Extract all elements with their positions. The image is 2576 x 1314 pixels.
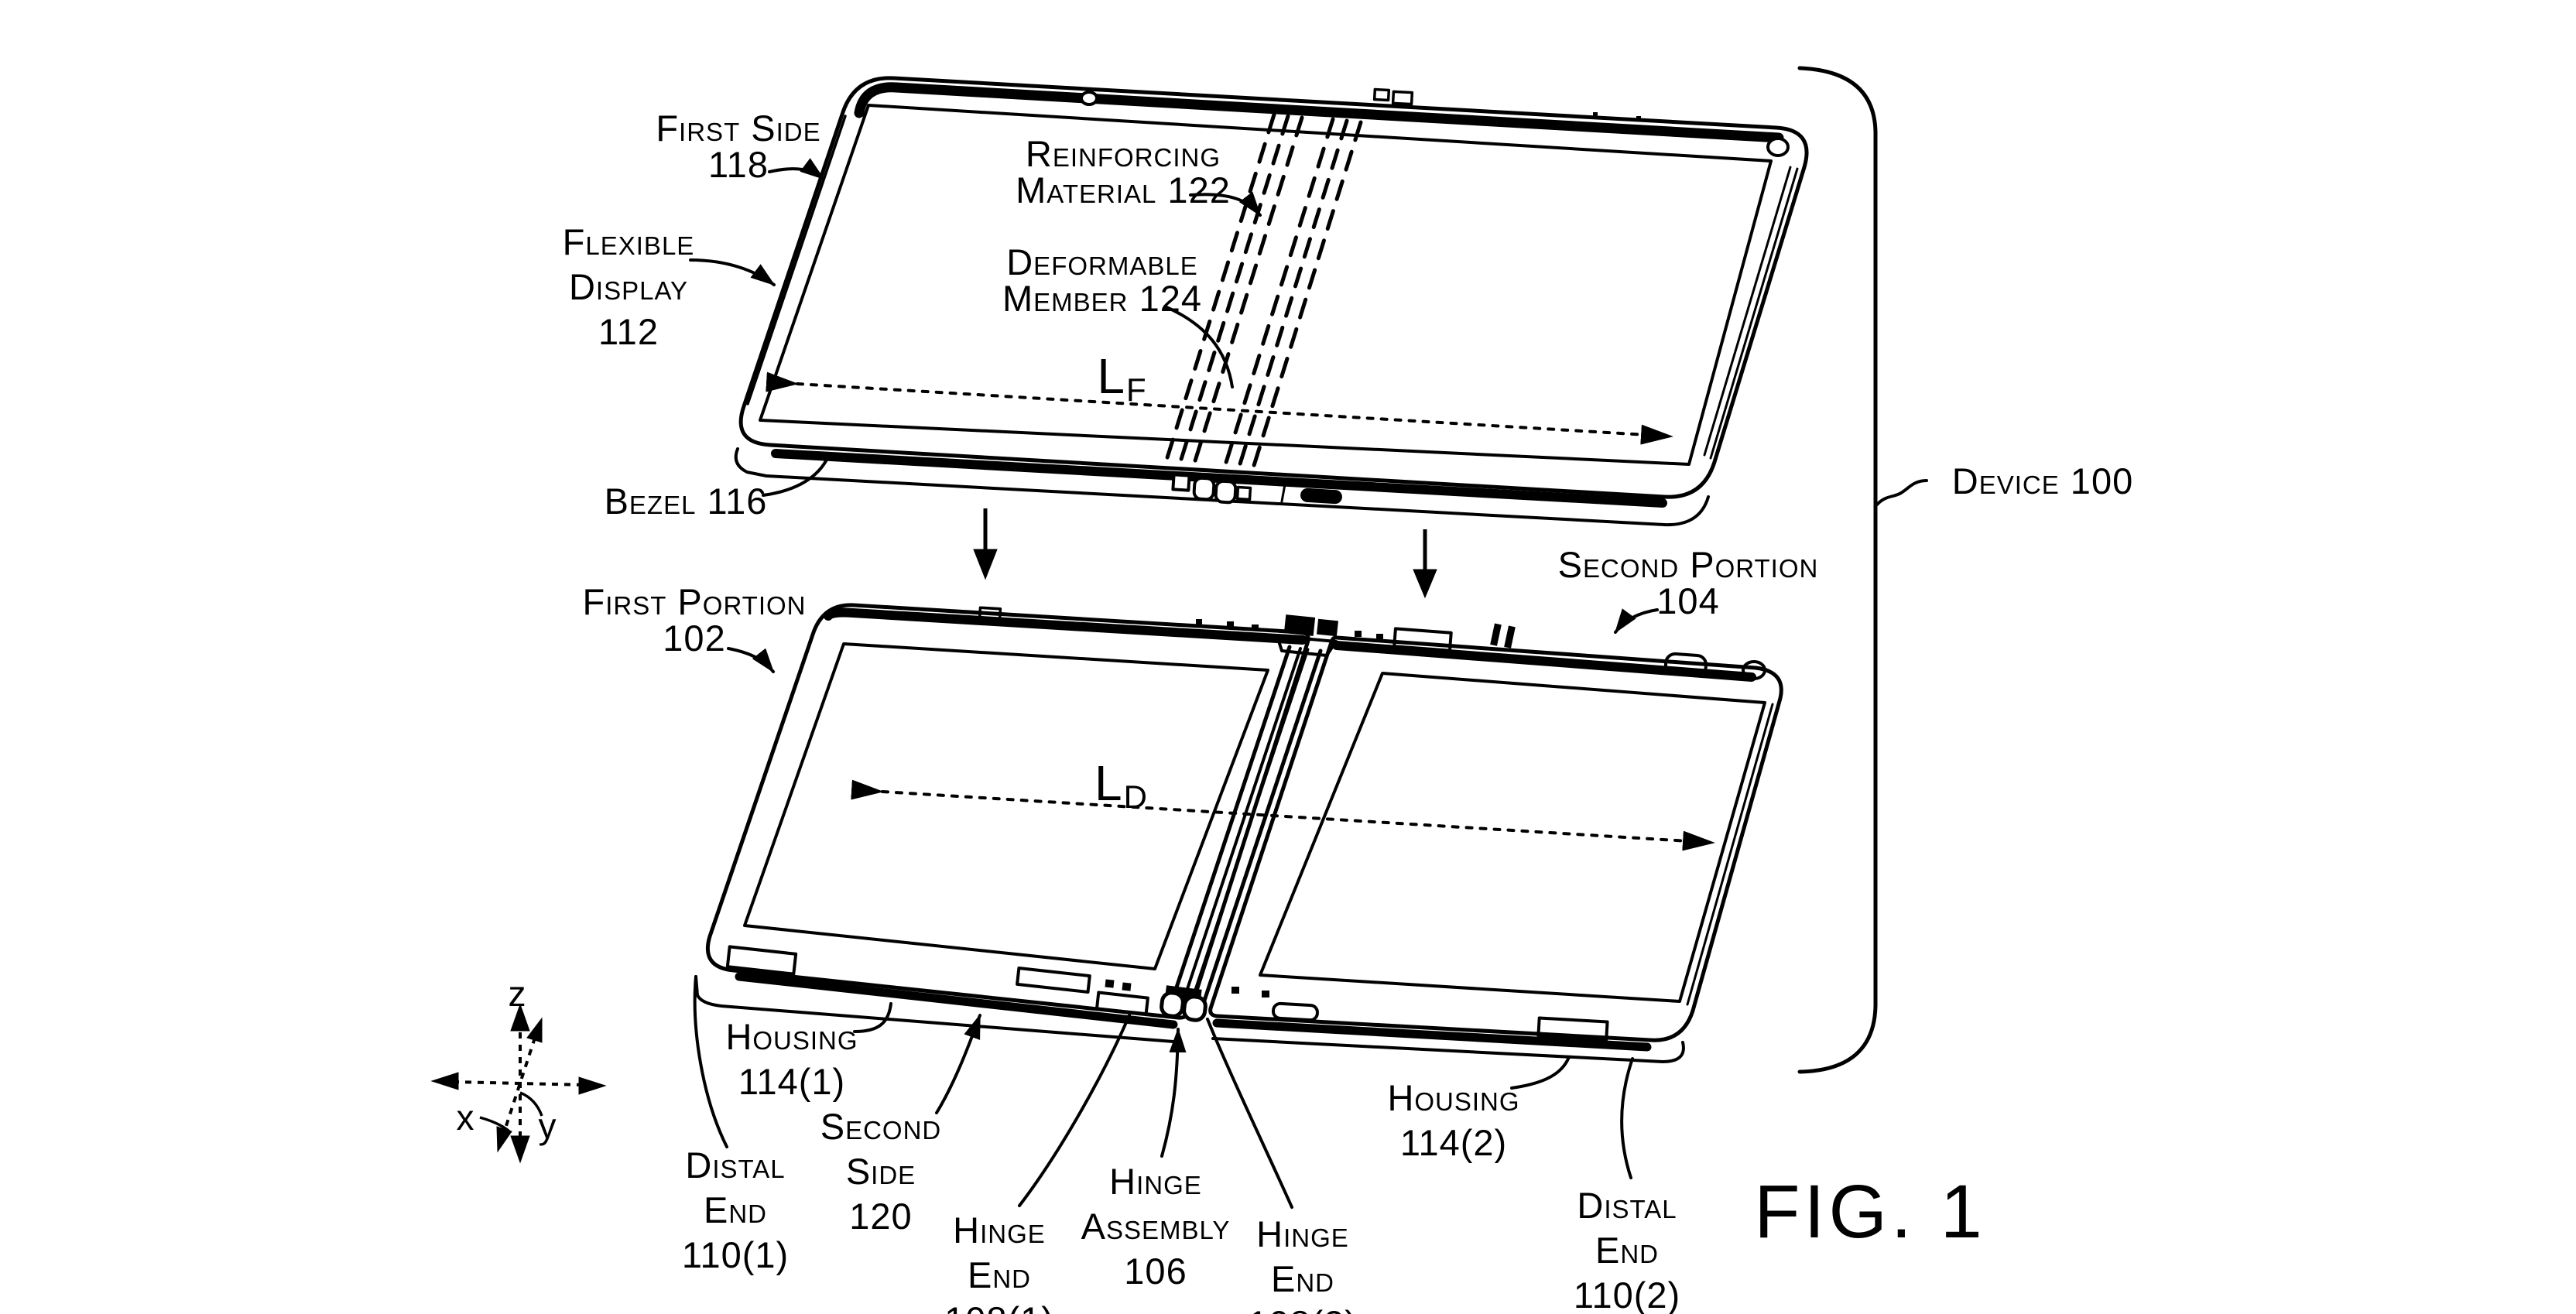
second-portion-right-edge-line xyxy=(1687,704,1773,1004)
figure-caption: FIG. 1 xyxy=(1754,1169,1986,1255)
first-portion-shape xyxy=(696,605,1308,1042)
axis-label-z: z xyxy=(509,973,526,1015)
top-device-flexible-display xyxy=(736,78,1807,525)
leader-hinge-assembly xyxy=(1162,1029,1178,1156)
leader-housing-2 xyxy=(1512,1057,1569,1088)
device-leader-line xyxy=(1877,481,1927,505)
label-bezel: Bezel 116 xyxy=(605,479,768,524)
leader-distal-end-2 xyxy=(1622,1059,1632,1178)
label-distal-end-1: Distal End 110(1) xyxy=(682,1143,789,1278)
label-device: Device 100 xyxy=(1952,459,2133,504)
label-housing-2: Housing 114(2) xyxy=(1387,1076,1519,1165)
camera-hole-icon xyxy=(1768,139,1788,156)
camera-hole-icon xyxy=(1081,92,1097,104)
leader-distal-end-1 xyxy=(695,977,727,1147)
leader-flexible-display xyxy=(690,260,774,285)
label-hinge-end-2: Hinge End 108(2) xyxy=(1248,1212,1358,1314)
axis-label-x: x xyxy=(457,1097,474,1138)
label-first-side: First Side 118 xyxy=(656,110,820,183)
bottom-device-opened xyxy=(696,605,1781,1062)
leader-second-side xyxy=(937,1015,980,1113)
top-device-right-edge-lines xyxy=(1704,167,1797,458)
label-reinforcing-material: Reinforcing Material 122 xyxy=(1016,135,1231,208)
hinge-assembly-shape xyxy=(1160,614,1338,1021)
dimension-line-ld xyxy=(882,792,1714,843)
label-hinge-end-1: Hinge End 108(1) xyxy=(944,1208,1054,1314)
transition-arrows xyxy=(974,508,1437,597)
label-flexible-display: Flexible Display 112 xyxy=(563,220,695,354)
axis-label-y: y xyxy=(539,1105,557,1147)
dimension-label-lf: LF xyxy=(1097,347,1144,405)
top-device-display-inner-line xyxy=(760,105,1771,464)
dimension-label-ld: LD xyxy=(1094,755,1146,812)
label-distal-end-2: Distal End 110(2) xyxy=(1574,1183,1680,1314)
label-second-side: Second Side 120 xyxy=(820,1104,942,1239)
down-arrow-icon xyxy=(1413,529,1437,597)
label-deformable-member: Deformable Member 124 xyxy=(1002,244,1202,317)
device-bracket xyxy=(1800,68,1927,1072)
second-portion-display-inner-line xyxy=(1260,673,1765,1001)
label-hinge-assembly: Hinge Assembly 106 xyxy=(1081,1159,1231,1294)
coordinate-axes-icon xyxy=(432,1004,605,1162)
label-second-portion: Second Portion 104 xyxy=(1558,546,1819,619)
label-housing-1: Housing 114(1) xyxy=(725,1015,858,1104)
first-portion-display-inner-line xyxy=(745,644,1268,969)
label-first-portion: First Portion 102 xyxy=(582,583,806,656)
down-arrow-icon xyxy=(974,508,997,579)
hinge-end-bottom xyxy=(1160,985,1206,1021)
